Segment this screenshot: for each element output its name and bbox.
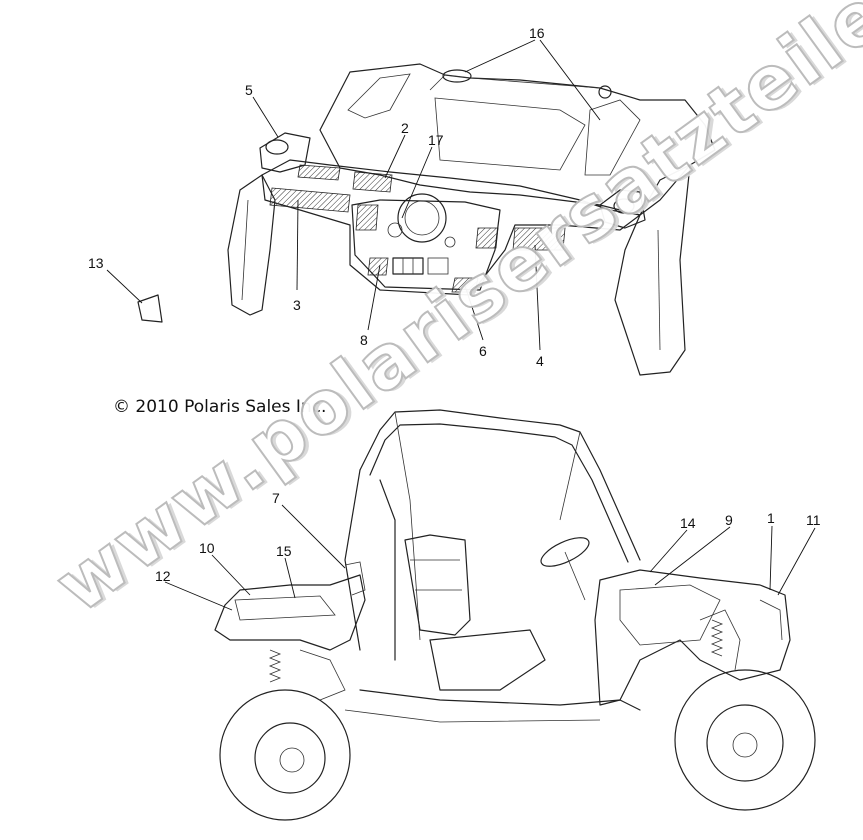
callout-9: 9 bbox=[725, 512, 733, 528]
decal-13 bbox=[137, 294, 163, 323]
callout-6: 6 bbox=[479, 343, 487, 359]
callout-7: 7 bbox=[272, 490, 280, 506]
callout-8: 8 bbox=[360, 332, 368, 348]
callout-12: 12 bbox=[155, 568, 171, 584]
decal-left-vent bbox=[297, 164, 341, 181]
decal-right-console bbox=[475, 227, 499, 249]
vehicle-side-view bbox=[214, 409, 816, 821]
callout-11: 11 bbox=[806, 512, 821, 528]
callout-1: 1 bbox=[767, 510, 775, 526]
decal-8-upper bbox=[355, 204, 379, 231]
decal-3 bbox=[269, 187, 351, 213]
callout-13: 13 bbox=[88, 255, 104, 271]
leader-lines bbox=[106, 39, 816, 611]
copyright-text: © 2010 Polaris Sales Inc. bbox=[113, 397, 327, 417]
decal-6 bbox=[451, 277, 479, 293]
decal-2 bbox=[352, 171, 393, 193]
callout-5: 5 bbox=[245, 82, 253, 98]
callout-15: 15 bbox=[276, 543, 292, 559]
callout-4: 4 bbox=[536, 353, 544, 369]
callout-10: 10 bbox=[199, 540, 215, 556]
dash-hood-assembly bbox=[227, 63, 716, 376]
callout-14: 14 bbox=[680, 515, 696, 531]
decal-4 bbox=[512, 227, 566, 251]
callout-3: 3 bbox=[293, 297, 301, 313]
callout-17: 17 bbox=[428, 132, 444, 148]
callout-16: 16 bbox=[529, 25, 545, 41]
decal-8-lower bbox=[367, 257, 389, 276]
callout-2: 2 bbox=[401, 120, 409, 136]
